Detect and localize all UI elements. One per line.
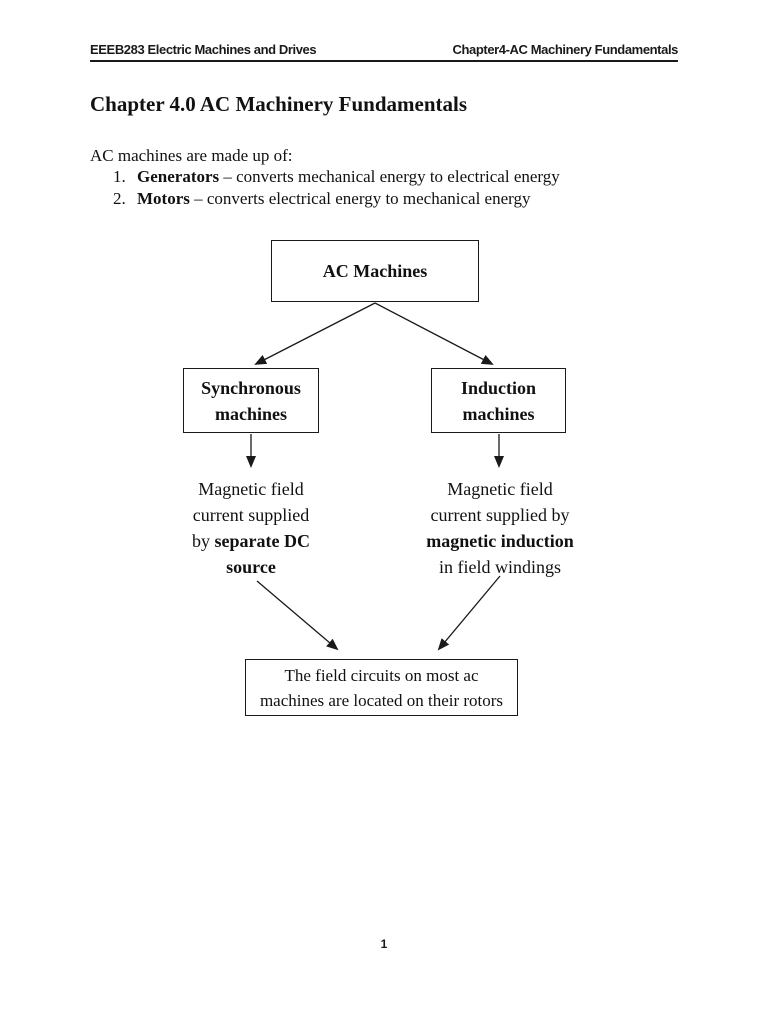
- note-line: in field windings: [439, 557, 561, 577]
- note-line: Magnetic field: [198, 479, 304, 499]
- page-title: Chapter 4.0 AC Machinery Fundamentals: [90, 92, 468, 116]
- box-synchronous-machines: Synchronous machines: [183, 368, 319, 433]
- list-item-generators: 1. Generators – converts mechanical energ…: [113, 166, 560, 188]
- list-number: 1.: [113, 167, 126, 186]
- header-course-label: EEEB283 Electric Machines and Drives: [90, 42, 317, 57]
- box-label-line1: Induction: [460, 377, 537, 398]
- arrow-left-note-to-bottom: [256, 580, 339, 651]
- box-field-circuits-conclusion: The field circuits on most ac machines a…: [245, 659, 518, 716]
- note-line-bold: magnetic induction: [426, 531, 574, 551]
- list-number: 2.: [113, 188, 126, 208]
- list-description: – converts electrical energy to mechanic…: [189, 188, 531, 208]
- note-line: current supplied by: [430, 505, 570, 525]
- note-line-bold: source: [226, 557, 276, 577]
- list-term: Generators: [137, 167, 220, 186]
- note-induction-field-source: Magnetic field current supplied by magne…: [394, 476, 606, 580]
- box-induction-machines: Induction machines: [431, 368, 566, 433]
- note-line: current supplied: [192, 505, 310, 525]
- arrow-right-note-to-bottom: [437, 575, 501, 651]
- list-description: – converts mechanical energy to electric…: [219, 167, 560, 186]
- box-label-line2: machines: [462, 403, 535, 424]
- machine-types-list: 1. Generators – converts mechanical energ…: [113, 166, 560, 209]
- page-header: EEEB283 Electric Machines and Drives Cha…: [90, 42, 678, 62]
- page-number: 1: [380, 937, 388, 951]
- intro-text: AC machines are made up of:: [90, 146, 293, 165]
- list-item-motors: 2. Motors – converts electrical energy to…: [113, 188, 560, 210]
- note-line: by: [192, 531, 215, 551]
- note-line: Magnetic field: [447, 479, 553, 499]
- list-term: Motors: [137, 188, 190, 208]
- box-label-line2: machines: [215, 403, 287, 424]
- arrow-root-to-induction: [374, 302, 494, 365]
- arrow-root-to-synchronous: [254, 302, 376, 365]
- box-ac-machines: AC Machines: [271, 240, 479, 302]
- box-label-line2: machines are located on their rotors: [259, 690, 504, 710]
- box-label-line1: Synchronous: [201, 377, 301, 398]
- header-chapter-label: Chapter4-AC Machinery Fundamentals: [452, 42, 678, 57]
- note-synchronous-field-source: Magnetic field current supplied by separ…: [146, 476, 356, 580]
- box-label: AC Machines: [322, 260, 428, 281]
- note-line-bold: separate DC: [214, 531, 310, 551]
- box-label-line1: The field circuits on most ac: [284, 665, 479, 685]
